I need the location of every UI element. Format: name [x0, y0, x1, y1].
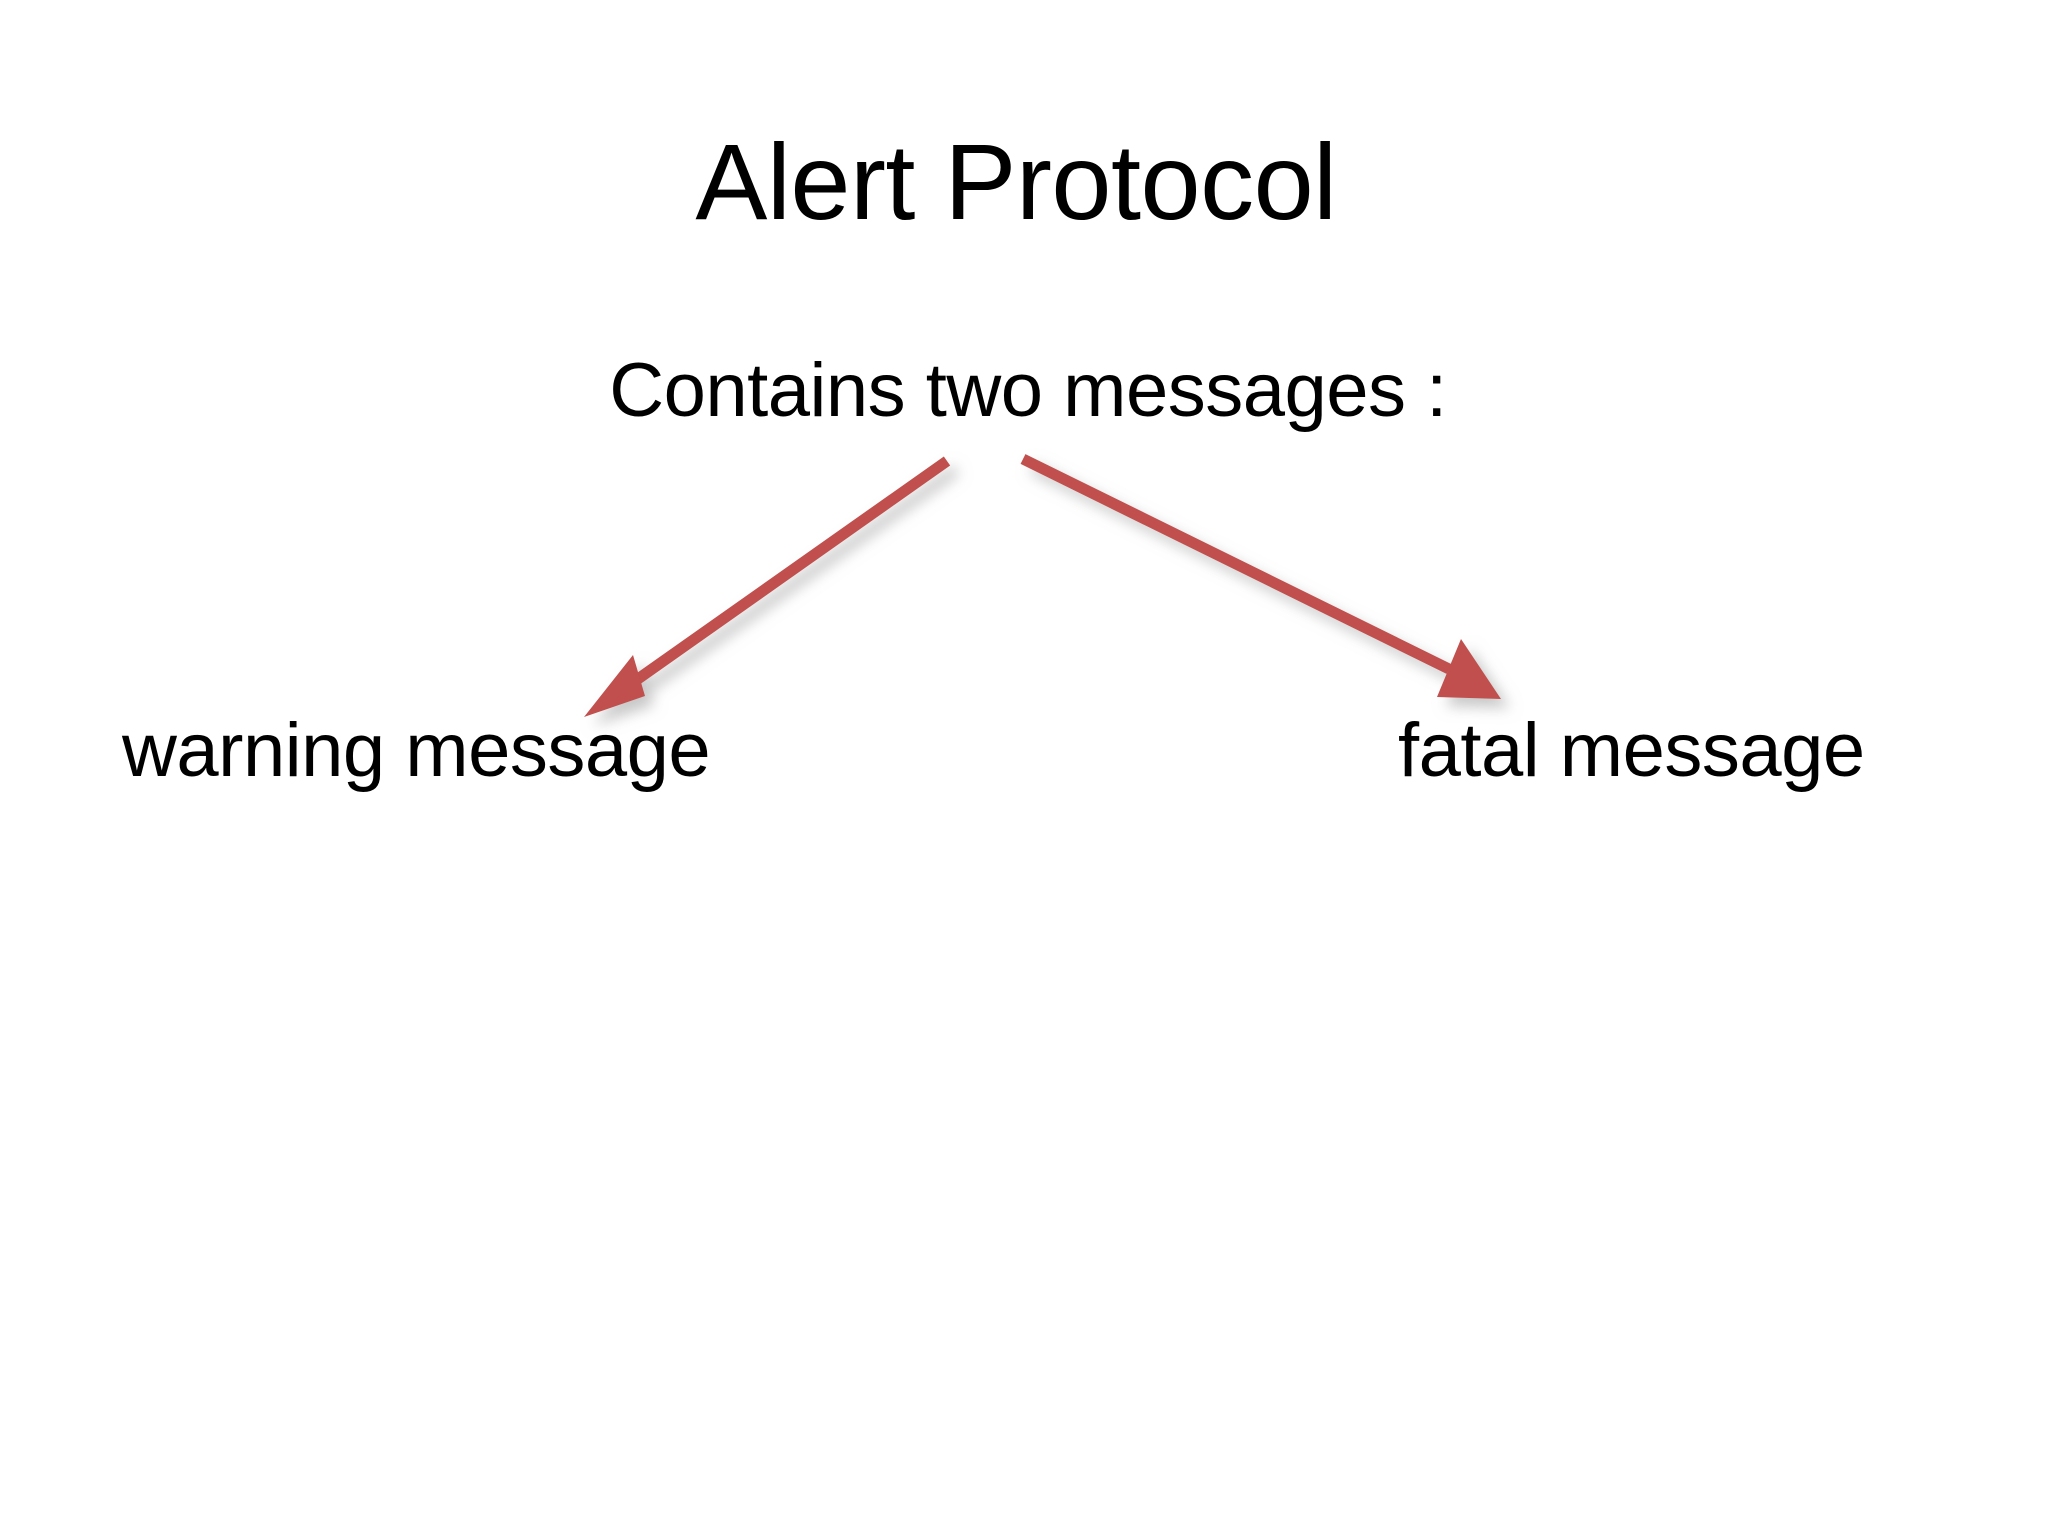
subtitle-text: Contains two messages :	[609, 348, 1447, 433]
page-title: Alert Protocol	[695, 121, 1337, 242]
branch-label-fatal-message: fatal message	[1398, 708, 1865, 793]
branch-label-warning-message: warning message	[122, 708, 711, 793]
arrow-to-warning-message	[584, 456, 951, 717]
arrow-to-fatal-message	[1020, 454, 1501, 699]
